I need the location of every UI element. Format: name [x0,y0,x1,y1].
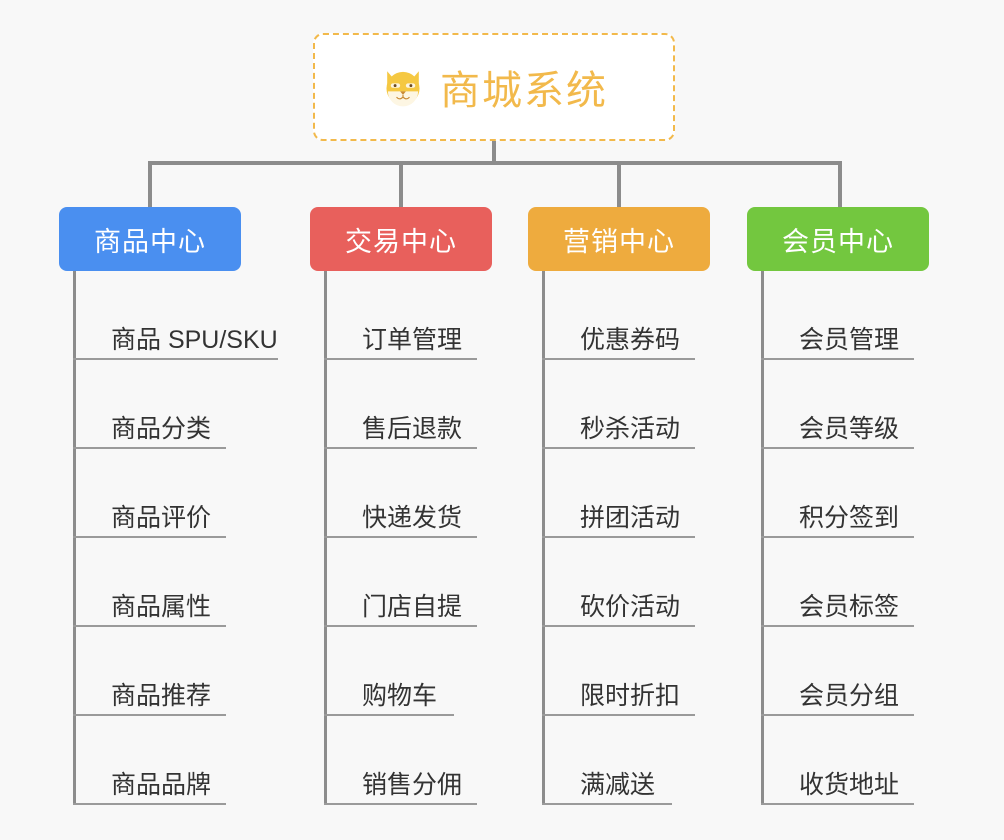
leaf-item-label: 购物车 [362,681,438,710]
leaf-item[interactable]: 商品分类 [73,360,226,449]
category-box-1[interactable]: 交易中心 [310,207,492,271]
root-node[interactable]: 商城系统 [313,33,675,141]
leaf-item-label: 门店自提 [362,592,463,621]
connector-drop-3 [838,163,842,207]
leaf-item[interactable]: 优惠券码 [542,271,695,360]
category-box-2[interactable]: 营销中心 [528,207,710,271]
leaf-item[interactable]: 会员分组 [761,627,914,716]
leaf-item[interactable]: 商品推荐 [73,627,226,716]
leaf-item[interactable]: 销售分佣 [324,716,477,805]
leaf-item-label: 会员标签 [799,592,900,621]
connector-root-stem [492,141,496,165]
leaf-item[interactable]: 商品 SPU/SKU [73,271,278,360]
leaf-item[interactable]: 商品属性 [73,538,226,627]
leaf-item-label: 优惠券码 [580,325,681,354]
leaf-item-label: 订单管理 [362,325,463,354]
leaf-item[interactable]: 会员等级 [761,360,914,449]
leaf-item[interactable]: 砍价活动 [542,538,695,627]
leaf-item-label: 销售分佣 [362,770,463,799]
leaf-item[interactable]: 订单管理 [324,271,477,360]
shiba-dog-face-icon [380,64,426,110]
category-label: 交易中心 [345,226,457,257]
leaf-item-label: 会员分组 [799,681,900,710]
root-title: 商城系统 [440,69,608,113]
leaf-item-label: 满减送 [580,770,656,799]
leaf-item[interactable]: 快递发货 [324,449,477,538]
leaf-item[interactable]: 收货地址 [761,716,914,805]
leaf-item-label: 商品 SPU/SKU [111,325,278,354]
leaf-item-label: 售后退款 [362,414,463,443]
leaf-item-label: 快递发货 [362,503,463,532]
leaf-item[interactable]: 门店自提 [324,538,477,627]
leaf-item[interactable]: 售后退款 [324,360,477,449]
category-label: 营销中心 [563,226,675,257]
leaf-item[interactable]: 限时折扣 [542,627,695,716]
leaf-spine [324,271,327,805]
connector-drop-1 [399,163,403,207]
leaf-item-label: 商品品牌 [111,770,212,799]
leaf-item[interactable]: 商品评价 [73,449,226,538]
leaf-item-label: 商品评价 [111,503,212,532]
leaf-item-label: 收货地址 [799,770,900,799]
leaf-item-label: 会员等级 [799,414,900,443]
leaf-item[interactable]: 会员管理 [761,271,914,360]
leaf-spine [73,271,76,805]
leaf-item-label: 商品推荐 [111,681,212,710]
leaf-item-label: 商品分类 [111,414,212,443]
leaf-item[interactable]: 购物车 [324,627,454,716]
leaf-item-label: 秒杀活动 [580,414,681,443]
leaf-item-label: 限时折扣 [580,681,681,710]
leaf-item[interactable]: 商品品牌 [73,716,226,805]
leaf-item-label: 积分签到 [799,503,900,532]
connector-horizontal-bar [148,161,842,165]
category-label: 商品中心 [94,226,206,257]
category-box-0[interactable]: 商品中心 [59,207,241,271]
leaf-item-label: 会员管理 [799,325,900,354]
leaf-item[interactable]: 满减送 [542,716,672,805]
leaf-item-label: 拼团活动 [580,503,681,532]
connector-drop-0 [148,163,152,207]
leaf-item-label: 商品属性 [111,592,212,621]
leaf-item[interactable]: 拼团活动 [542,449,695,538]
category-box-3[interactable]: 会员中心 [747,207,929,271]
leaf-item[interactable]: 积分签到 [761,449,914,538]
leaf-item[interactable]: 秒杀活动 [542,360,695,449]
category-label: 会员中心 [782,226,894,257]
leaf-item-label: 砍价活动 [580,592,681,621]
leaf-spine [761,271,764,805]
leaf-spine [542,271,545,805]
connector-drop-2 [617,163,621,207]
leaf-item[interactable]: 会员标签 [761,538,914,627]
